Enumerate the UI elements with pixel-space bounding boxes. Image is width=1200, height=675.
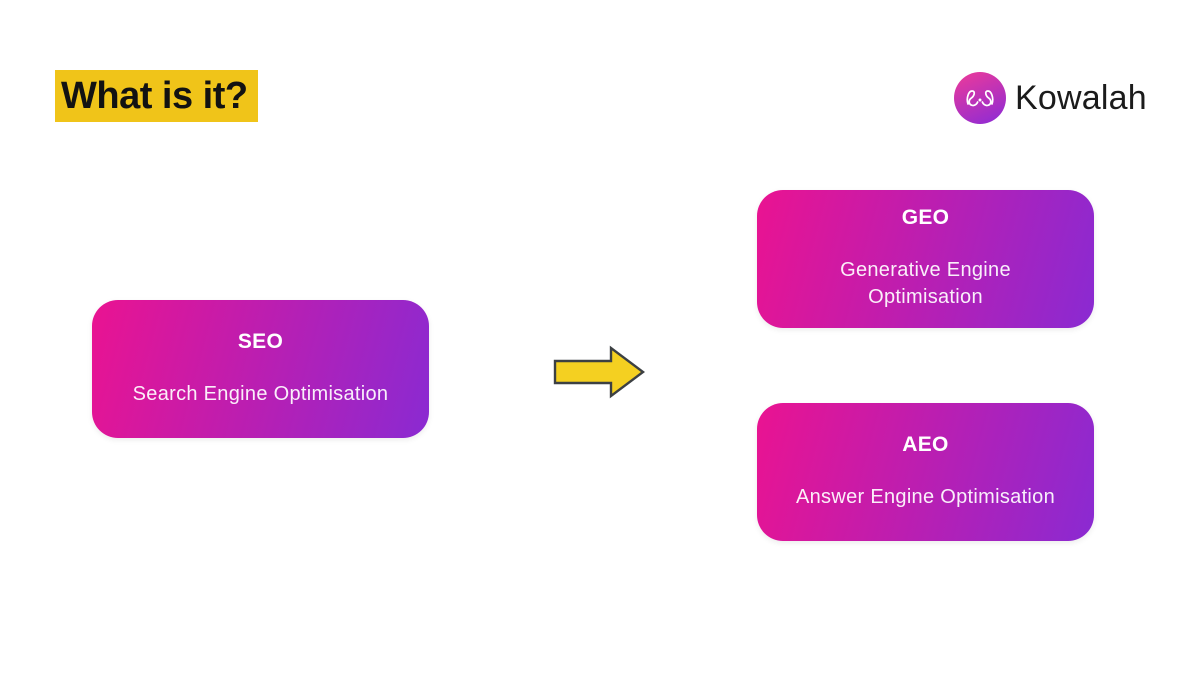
page-title-text: What is it? [55, 70, 258, 122]
kowalah-logo-icon [954, 72, 1006, 124]
geo-card-title: GEO [901, 206, 950, 229]
seo-card-subtitle: Search Engine Optimisation [132, 382, 389, 405]
aeo-card-subtitle: Answer Engine Optimisation [795, 485, 1056, 508]
seo-card-title: SEO [237, 329, 284, 353]
seo-card: SEO Search Engine Optimisation [92, 300, 429, 438]
aeo-card-title: AEO [902, 432, 949, 456]
geo-card-subtitle: Generative Engine Optimisation [840, 259, 1011, 308]
right-arrow-icon [553, 345, 645, 399]
page-title: What is it? [55, 70, 258, 122]
brand-name: Kowalah [1015, 78, 1147, 117]
aeo-card: AEO Answer Engine Optimisation [757, 403, 1094, 541]
geo-card: GEO Generative Engine Optimisation [757, 190, 1094, 328]
kowalah-logo: Kowalah [954, 72, 1147, 124]
